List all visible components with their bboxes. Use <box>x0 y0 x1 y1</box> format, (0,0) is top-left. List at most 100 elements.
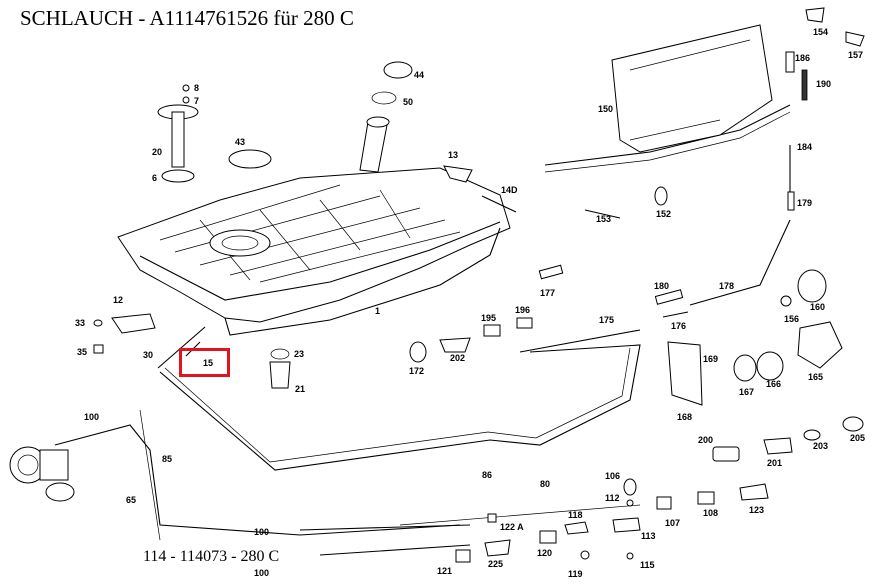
clip-205 <box>842 416 864 432</box>
callout-8: 8 <box>194 83 199 93</box>
fuel-pump-drawing <box>9 446 75 502</box>
part-108 <box>697 491 715 505</box>
callout-20: 20 <box>152 147 162 157</box>
callout-152: 152 <box>656 209 671 219</box>
callout-7: 7 <box>194 96 199 106</box>
callout-184: 184 <box>797 142 812 152</box>
cover-plug-43 <box>228 149 272 169</box>
callout-169: 169 <box>703 354 718 364</box>
callout-50: 50 <box>403 97 413 107</box>
callout-157: 157 <box>848 50 863 60</box>
callout-175: 175 <box>599 315 614 325</box>
callout-120: 120 <box>537 548 552 558</box>
callout-65: 65 <box>126 495 136 505</box>
page-title: SCHLAUCH - A1114761526 für 280 C <box>20 6 354 30</box>
callout-167: 167 <box>739 387 754 397</box>
bracket-13 <box>443 165 473 183</box>
cap-172 <box>409 341 427 363</box>
part-186 <box>785 51 795 73</box>
callout-168: 168 <box>677 412 692 422</box>
model-footer: 114 - 114073 - 280 C <box>143 548 280 565</box>
callout-180: 180 <box>654 281 669 291</box>
clip-157 <box>845 31 865 47</box>
clip-123 <box>739 483 769 501</box>
rod-30 <box>157 326 206 369</box>
pump-165 <box>797 321 843 369</box>
sleeve-180 <box>654 289 684 305</box>
callout-30: 30 <box>143 350 153 360</box>
screw-122a <box>487 513 497 523</box>
clip-195 <box>483 324 501 337</box>
part-176 <box>662 311 689 318</box>
sleeve-153 <box>584 209 621 219</box>
callout-172: 172 <box>409 366 424 376</box>
callout-186: 186 <box>795 53 810 63</box>
ring-23 <box>270 348 290 360</box>
fuel-lines-drawing <box>54 104 791 556</box>
bracket-168 <box>667 341 703 406</box>
expansion-tank-150 <box>611 24 773 153</box>
callout-6: 6 <box>152 173 157 183</box>
sleeve-177 <box>538 264 564 280</box>
callout-190: 190 <box>816 79 831 89</box>
callout-85: 85 <box>162 454 172 464</box>
part-106 <box>623 478 637 496</box>
callout-33: 33 <box>75 318 85 328</box>
highlight-box-part-15 <box>179 348 230 377</box>
part-121 <box>455 549 471 563</box>
callout-205: 205 <box>850 433 865 443</box>
callout-160: 160 <box>810 302 825 312</box>
callout-150: 150 <box>598 104 613 114</box>
part-112 <box>626 499 634 507</box>
callout-35: 35 <box>77 347 87 357</box>
callout-118: 118 <box>568 510 583 520</box>
callout-86: 86 <box>482 470 492 480</box>
callout-100-bottom: 100 <box>254 568 269 578</box>
cap-166 <box>756 351 784 381</box>
clip-201 <box>763 437 793 455</box>
strainer-21 <box>269 361 291 389</box>
bracket-202 <box>439 337 471 353</box>
callout-123: 123 <box>749 505 764 515</box>
callout-165: 165 <box>808 372 823 382</box>
callout-14d: 14D <box>501 185 518 195</box>
callout-labels: 1 6 7 8 12 13 14D 15 20 21 23 30 33 35 4… <box>75 27 865 579</box>
callout-203: 203 <box>813 441 828 451</box>
fuel-tank-drawing <box>117 116 511 336</box>
grommet-44 <box>383 61 413 79</box>
clip-154 <box>805 7 825 23</box>
part-120 <box>539 530 557 544</box>
callout-115: 115 <box>640 560 655 570</box>
ring-50 <box>371 91 397 105</box>
expansion-tank-detail <box>629 39 751 141</box>
clip-225 <box>484 539 511 557</box>
callout-106: 106 <box>605 471 620 481</box>
callout-100-mid: 100 <box>254 527 269 537</box>
callout-107: 107 <box>665 518 680 528</box>
callout-15: 15 <box>203 358 213 368</box>
callout-225: 225 <box>488 559 503 569</box>
callout-108: 108 <box>703 508 718 518</box>
callout-166: 166 <box>766 379 781 389</box>
plate-12 <box>111 313 156 334</box>
block-200 <box>712 446 740 462</box>
callout-112: 112 <box>605 493 620 503</box>
part-115 <box>626 552 634 560</box>
part-196 <box>516 317 533 329</box>
callout-13: 13 <box>448 150 458 160</box>
clip-203 <box>803 429 821 441</box>
callout-153: 153 <box>596 214 611 224</box>
callout-122a: 122 A <box>500 522 524 532</box>
callout-21: 21 <box>295 384 305 394</box>
callout-44: 44 <box>414 70 424 80</box>
callout-113: 113 <box>641 531 656 541</box>
callout-1: 1 <box>375 306 380 316</box>
callout-12: 12 <box>113 295 123 305</box>
part-107 <box>656 496 672 510</box>
callout-202: 202 <box>450 353 465 363</box>
callout-178: 178 <box>719 281 734 291</box>
callout-154: 154 <box>813 27 828 37</box>
callout-119: 119 <box>568 569 583 579</box>
